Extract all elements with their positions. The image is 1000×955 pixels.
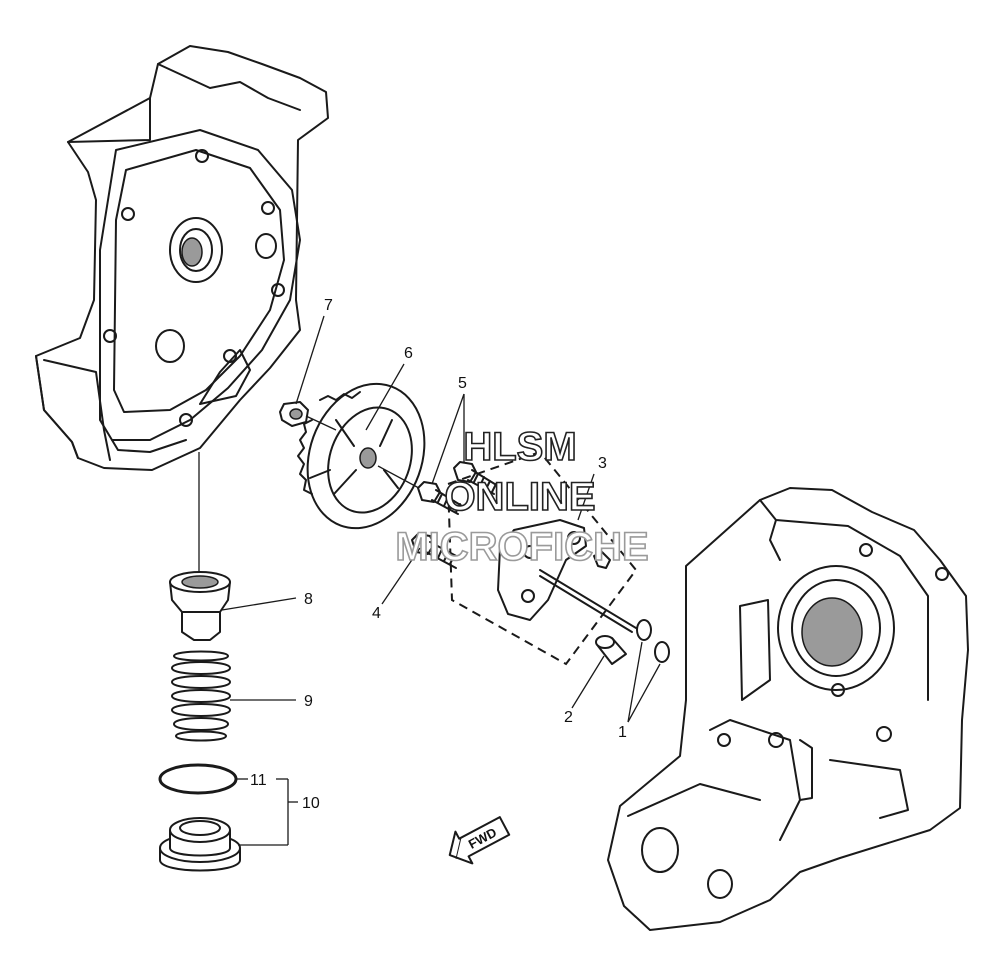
part-9-spring bbox=[171, 650, 231, 742]
watermark: HLSM ONLINE MICROFICHE bbox=[395, 424, 650, 570]
part-3-pump-assembly bbox=[446, 450, 638, 666]
part-6-gear bbox=[297, 382, 426, 530]
part-2-pin bbox=[595, 635, 627, 665]
callout-5: 5 bbox=[458, 375, 467, 392]
watermark-line-3: MICROFICHE bbox=[395, 525, 648, 569]
callout-9: 9 bbox=[304, 693, 313, 710]
part-5-bolt-lower bbox=[417, 481, 463, 515]
part-1-o-rings bbox=[636, 619, 670, 663]
left-crankcase bbox=[35, 45, 329, 471]
axis-line bbox=[305, 415, 337, 431]
forward-arrow-icon: FWD bbox=[448, 816, 511, 865]
callout-4: 4 bbox=[372, 605, 381, 622]
leader-lines bbox=[221, 315, 661, 846]
callout-1: 1 bbox=[618, 724, 627, 741]
callout-7: 7 bbox=[324, 297, 333, 314]
part-8-strainer bbox=[169, 571, 231, 641]
right-crankcase bbox=[607, 487, 969, 931]
part-7-nut bbox=[279, 401, 309, 427]
callout-10: 10 bbox=[302, 795, 320, 812]
callout-8: 8 bbox=[304, 591, 313, 608]
callout-labels: 1 2 3 4 5 6 7 8 9 10 11 bbox=[250, 297, 627, 812]
callout-6: 6 bbox=[404, 345, 413, 362]
callout-3: 3 bbox=[598, 455, 607, 472]
watermark-line-2: ONLINE bbox=[444, 475, 595, 519]
part-10-plug bbox=[159, 817, 241, 872]
callout-11: 11 bbox=[250, 772, 267, 789]
part-11-o-ring bbox=[158, 763, 238, 795]
callout-2: 2 bbox=[564, 709, 573, 726]
watermark-line-1: HLSM bbox=[463, 425, 576, 469]
